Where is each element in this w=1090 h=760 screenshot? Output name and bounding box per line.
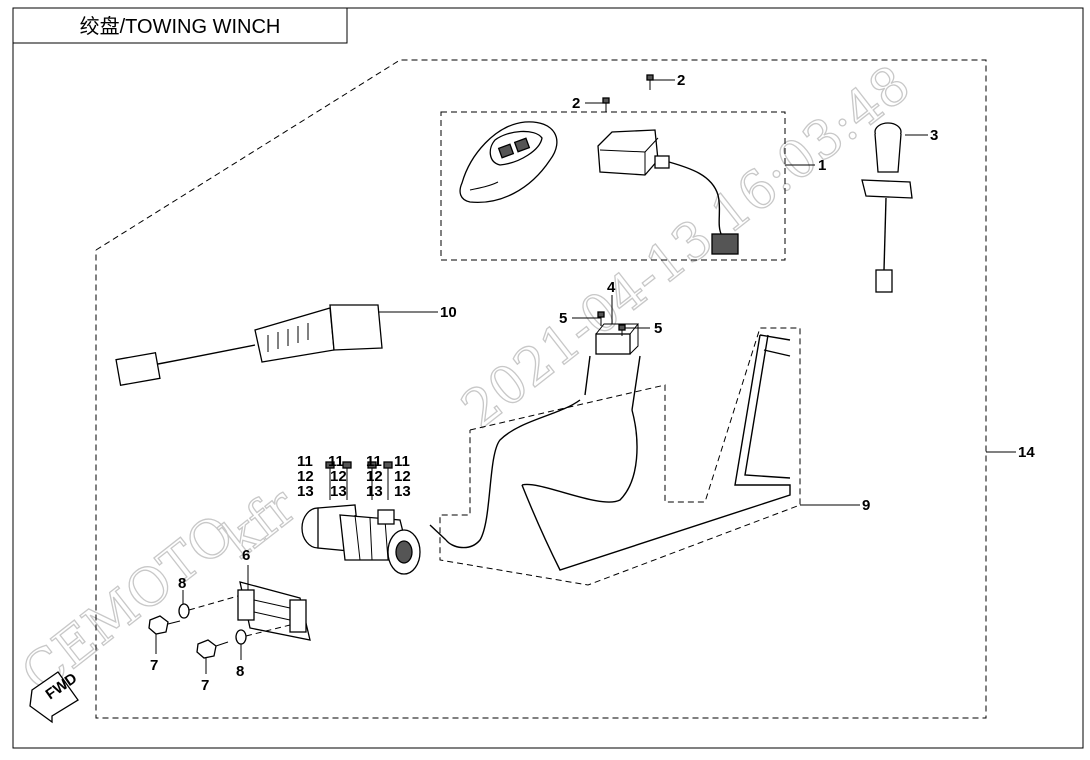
callout-12a: 12	[297, 468, 314, 485]
receiver-module	[597, 129, 739, 255]
callout-9: 9	[862, 497, 870, 514]
bolt-axis-b	[245, 624, 291, 637]
callout-2b: 2	[677, 72, 685, 89]
wire-harness	[429, 334, 791, 571]
winch-fasteners	[325, 461, 393, 500]
callout-8a: 8	[178, 575, 186, 592]
callout-11b: 11	[328, 453, 344, 470]
callout-5a: 5	[559, 310, 567, 327]
leader-lines	[155, 79, 1016, 674]
bolt-7b	[196, 639, 229, 659]
page-border	[12, 7, 1084, 749]
rocker-switch	[115, 304, 383, 387]
callout-13b: 13	[330, 483, 347, 500]
callout-1: 1	[818, 157, 826, 174]
washer-8b	[235, 629, 247, 645]
washer-8a	[178, 603, 190, 619]
harness-outline	[439, 327, 801, 586]
winch-assembly	[301, 504, 421, 575]
callout-12c: 12	[366, 468, 383, 485]
callout-2a: 2	[572, 95, 580, 112]
callout-13a: 13	[297, 483, 314, 500]
callout-7a: 7	[150, 657, 158, 674]
callout-14: 14	[1018, 444, 1035, 461]
callout-5b: 5	[654, 320, 662, 337]
callout-13c: 13	[366, 483, 383, 500]
handlebar-switch	[861, 122, 913, 293]
assembly-14-outline	[95, 59, 987, 719]
remote-kit-outline	[440, 111, 786, 261]
callout-11d: 11	[394, 453, 410, 470]
fwd-arrow-icon: FWD	[29, 670, 80, 724]
bolt-7a	[148, 615, 181, 635]
callout-12b: 12	[330, 468, 347, 485]
screw-5a	[597, 311, 605, 326]
callout-3: 3	[930, 127, 938, 144]
callout-8b: 8	[236, 663, 244, 680]
screw-2b	[646, 74, 654, 90]
screw-2a	[602, 97, 610, 112]
fairlead-bracket	[237, 581, 311, 641]
callout-4: 4	[607, 279, 616, 296]
bolt-axis-a	[188, 595, 239, 611]
callout-13d: 13	[394, 483, 411, 500]
callout-10: 10	[440, 304, 457, 321]
callout-12d: 12	[394, 468, 411, 485]
wireless-remote	[459, 121, 558, 204]
title-box	[12, 7, 348, 44]
winch-contactor	[584, 323, 641, 411]
callout-6: 6	[242, 547, 250, 564]
callout-11a: 11	[297, 453, 313, 470]
callout-11c: 11	[366, 453, 382, 470]
callout-7b: 7	[201, 677, 209, 694]
page-title: 绞盘/TOWING WINCH	[80, 15, 281, 38]
